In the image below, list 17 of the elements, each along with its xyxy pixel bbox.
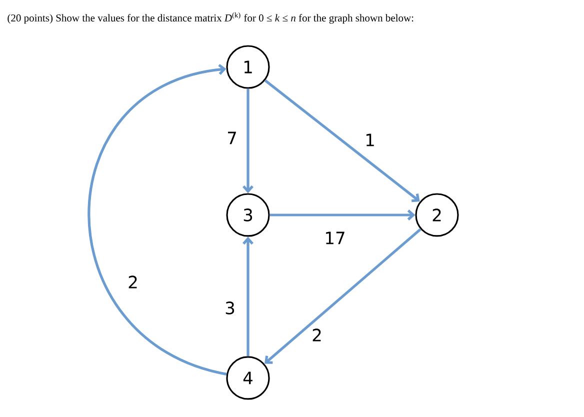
arrow <box>264 228 422 364</box>
title: (20 points) Show the values for the distance matrix D$^{(k)}$ for 0 ≤ k ≤ n for the graph shown below: <box>8 12 414 24</box>
graph-vertex: 2 <box>415 193 459 237</box>
arrow <box>270 210 416 220</box>
arrow <box>264 79 420 202</box>
edge-label: 1 <box>364 132 376 148</box>
graph-vertex: 3 <box>226 193 270 237</box>
arrow <box>88 64 227 376</box>
edge-label: 7 <box>226 130 238 146</box>
graph-vertex: 4 <box>226 356 270 400</box>
edge-label: 2 <box>310 328 324 342</box>
edge-label: 3 <box>224 300 236 316</box>
edge-label: 2 <box>126 274 140 290</box>
graph-vertex: 1 <box>226 45 270 89</box>
edge-label: 17 <box>323 230 347 246</box>
arrow <box>242 88 254 194</box>
arrow <box>242 236 254 356</box>
